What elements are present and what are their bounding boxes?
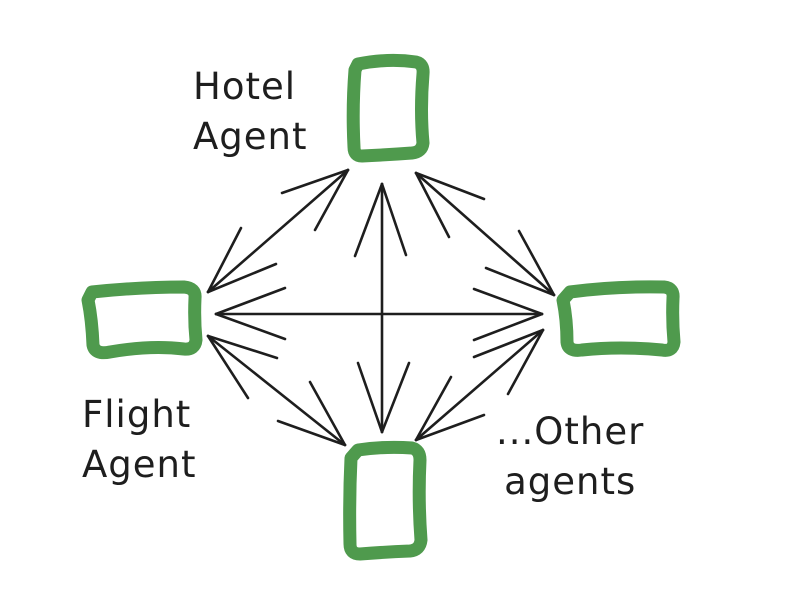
arrowhead-flight-end bbox=[206, 262, 278, 294]
arrowhead-other-end bbox=[517, 229, 556, 297]
hotel-agent-label-line2: Agent bbox=[193, 115, 308, 158]
arrowhead-hotel-end bbox=[380, 182, 408, 257]
flight-agent-node bbox=[81, 280, 203, 360]
arrowhead-other-end bbox=[506, 328, 545, 396]
arrowhead-flight-end bbox=[206, 226, 243, 294]
arrowhead-bottom-end bbox=[356, 361, 384, 434]
arrowhead-bottom-end bbox=[308, 380, 347, 447]
other-agents-label-line1: ...Other bbox=[496, 410, 645, 453]
arrowhead-flight-end bbox=[206, 334, 250, 400]
edge-flight-bottom bbox=[206, 334, 347, 447]
flight-agent-label: Flight Agent bbox=[82, 390, 197, 490]
other-agents-label: ...Other agents bbox=[496, 407, 644, 507]
arrowhead-other-end bbox=[472, 328, 545, 359]
hotel-agent-label-line1: Hotel bbox=[193, 65, 297, 108]
bottom-agent-node bbox=[343, 440, 428, 561]
arrowhead-hotel-end bbox=[280, 168, 350, 195]
arrowhead-flight-end bbox=[214, 312, 287, 341]
edge-hotel-other bbox=[414, 171, 556, 297]
arrowhead-other-end bbox=[472, 287, 544, 316]
hotel-agent-node bbox=[346, 53, 430, 163]
arrowhead-hotel-end bbox=[414, 171, 486, 201]
arrowhead-bottom-end bbox=[276, 419, 347, 447]
arrowhead-flight-end bbox=[214, 286, 287, 316]
arrowhead-bottom-end bbox=[414, 375, 453, 442]
other-agents-label-line2: agents bbox=[504, 460, 637, 503]
arrowhead-bottom-end bbox=[414, 413, 486, 442]
flight-agent-label-line2: Agent bbox=[82, 443, 197, 486]
arrowhead-hotel-end bbox=[414, 171, 451, 239]
hotel-agent-label: Hotel Agent bbox=[193, 62, 308, 162]
flight-agent-label-line1: Flight bbox=[82, 393, 192, 436]
arrowhead-hotel-end bbox=[313, 168, 350, 232]
edge-other-bottom bbox=[414, 328, 545, 442]
arrowhead-hotel-end bbox=[353, 182, 384, 258]
edge-hotel-flight bbox=[206, 168, 350, 294]
other-agents-node bbox=[556, 280, 681, 357]
arrowhead-bottom-end bbox=[380, 361, 411, 434]
arrowhead-flight-end bbox=[206, 334, 279, 360]
arrowhead-other-end bbox=[484, 266, 556, 297]
arrowhead-other-end bbox=[472, 312, 544, 342]
